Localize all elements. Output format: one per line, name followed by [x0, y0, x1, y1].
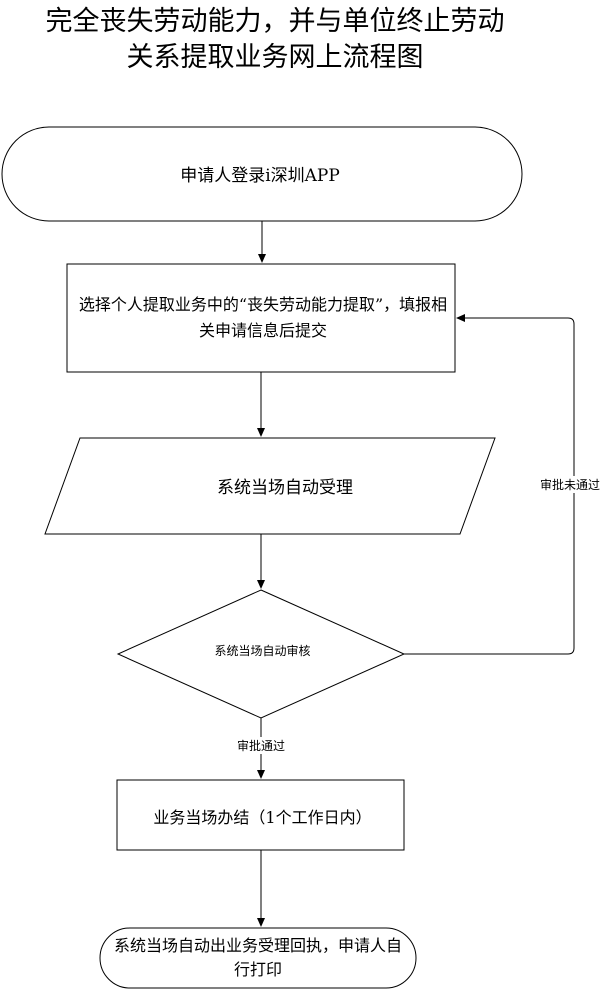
complete-box [116, 779, 405, 851]
select-business-label: 选择个人提取业务中的“丧失劳动能力提取”，填报相关申请信息后提交 [78, 295, 448, 340]
auto-accept-parallelogram [44, 437, 496, 535]
select-business-box [66, 263, 456, 373]
diagram-title: 完全丧失劳动能力，并与单位终止劳动关系提取业务网上流程图 [45, 6, 505, 73]
start-label: 申请人登录i深圳APP [180, 165, 340, 186]
auto-accept-label: 系统当场自动受理 [217, 477, 353, 498]
approved-edge-label: 审批通过 [235, 737, 288, 754]
end-terminator [99, 927, 417, 989]
complete-label: 业务当场办结（1个工作日内） [153, 808, 372, 827]
end-label: 系统当场自动出业务受理回执，申请人自行打印 [113, 936, 402, 979]
auto-review-label: 系统当场自动审核 [214, 643, 311, 658]
rejected-edge-label: 审批未通过 [538, 476, 603, 493]
